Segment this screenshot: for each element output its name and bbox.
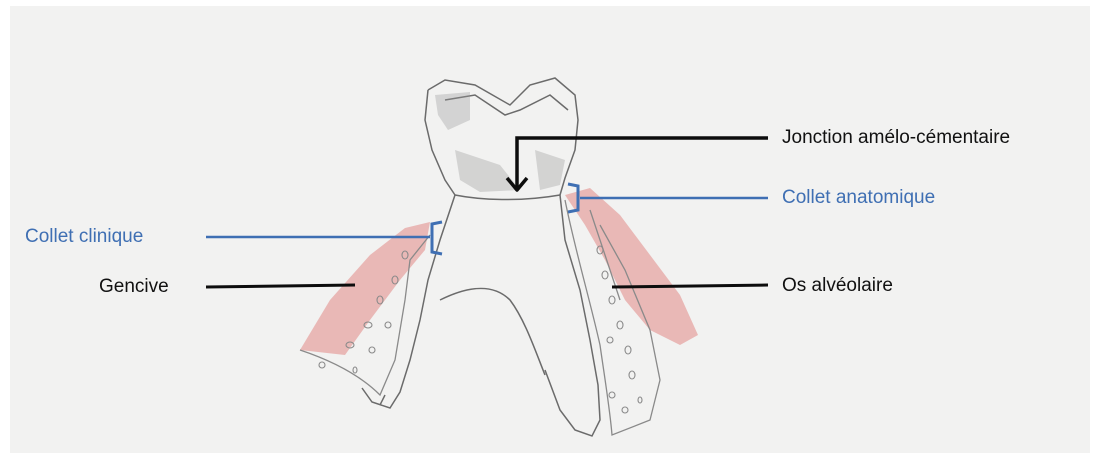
label-jonction-amelo-cementaire: Jonction amélo-cémentaire (782, 127, 1010, 149)
label-os-alveolaire: Os alvéolaire (782, 275, 893, 297)
label-collet-anatomique: Collet anatomique (782, 187, 935, 209)
leader-os-alveolaire (612, 285, 768, 287)
gum-tissue (300, 188, 698, 355)
label-collet-clinique: Collet clinique (25, 226, 143, 248)
leader-gencive (206, 285, 355, 287)
crown-shading (435, 92, 565, 192)
label-gencive: Gencive (99, 276, 169, 298)
